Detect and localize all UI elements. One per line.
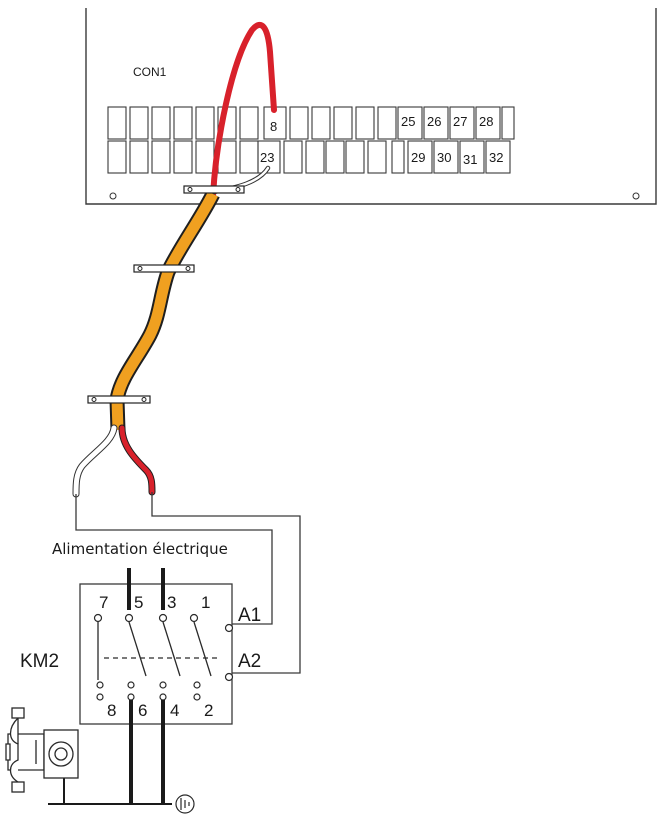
contact-7-label: 7 xyxy=(99,593,108,612)
contactor-km2: KM2 7 5 3 1 xyxy=(20,568,261,725)
cable-clamp-1 xyxy=(183,185,245,194)
terminal-31-label: 31 xyxy=(463,152,477,167)
control-board: CON1 xyxy=(85,8,657,205)
cable-clamp-2 xyxy=(133,264,195,273)
terminal-32-label: 32 xyxy=(489,150,503,165)
coil-a2-label: A2 xyxy=(238,651,261,672)
contact-5-label: 5 xyxy=(134,593,143,612)
pump-output-wiring xyxy=(48,700,172,805)
mounting-hole-left xyxy=(109,192,117,200)
contact-2-label: 2 xyxy=(204,701,213,720)
coil-control-wires xyxy=(75,492,301,674)
terminal-26-label: 26 xyxy=(427,114,441,129)
wire-to-a1 xyxy=(75,494,273,625)
cable-assembly xyxy=(72,22,277,498)
contact-6-label: 6 xyxy=(138,701,147,720)
terminal-29-label: 29 xyxy=(411,150,425,165)
connector-label: CON1 xyxy=(133,65,167,79)
contact-4-label: 4 xyxy=(170,701,179,720)
contact-8-label: 8 xyxy=(107,701,116,720)
terminal-8-label: 8 xyxy=(270,119,277,134)
circulator-pump-icon xyxy=(5,707,79,793)
ground-symbol-icon xyxy=(175,794,195,814)
terminal-row-bottom xyxy=(107,140,511,174)
terminal-27-label: 27 xyxy=(453,114,467,129)
terminal-30-label: 30 xyxy=(437,150,451,165)
mounting-hole-right xyxy=(632,192,640,200)
wire-to-a2 xyxy=(151,492,301,674)
contact-1-label: 1 xyxy=(201,593,210,612)
contact-3-label: 3 xyxy=(167,593,176,612)
red-wire-upper xyxy=(210,22,277,199)
cable-clamp-3 xyxy=(87,395,151,404)
terminal-25-label: 25 xyxy=(401,114,415,129)
terminal-23-label: 23 xyxy=(260,150,274,165)
coil-terminal-a2 xyxy=(224,672,234,682)
coil-a1-label: A1 xyxy=(238,605,261,626)
power-supply-label: Alimentation électrique xyxy=(52,540,228,558)
terminal-28-label: 28 xyxy=(479,114,493,129)
coil-terminal-a1 xyxy=(224,623,234,633)
contactor-name: KM2 xyxy=(20,651,59,672)
